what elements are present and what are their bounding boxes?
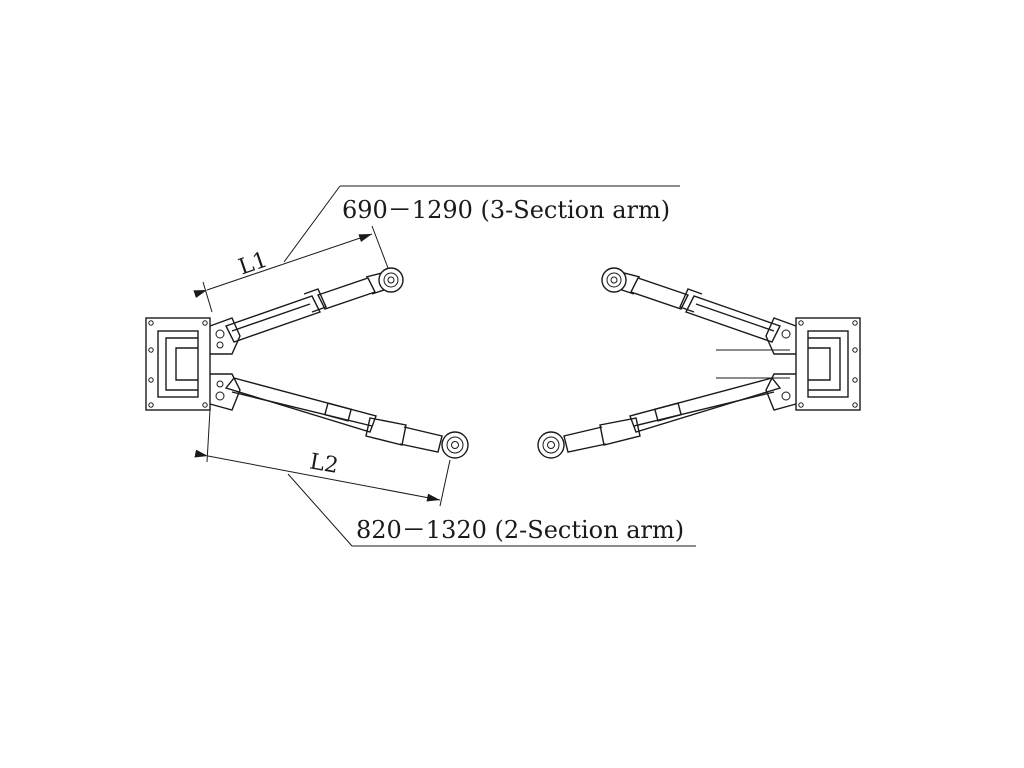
dimension-label-l2: L2	[308, 449, 341, 479]
dimension-l2: L2 820－1320 (2-Section arm)	[194, 409, 696, 547]
left-lower-arm-2-section	[224, 377, 469, 459]
right-post-base-plate	[795, 317, 861, 411]
dimension-range-l1: 690－1290 (3-Section arm)	[342, 196, 670, 224]
left-post-base-plate	[145, 317, 211, 411]
dimension-label-l1: L1	[236, 247, 271, 280]
right-upper-arm-3-section	[601, 267, 781, 343]
left-upper-arm-3-section	[225, 267, 404, 343]
left-post-carriage	[209, 317, 241, 411]
dimension-l1: L1 690－1290 (3-Section arm)	[193, 185, 680, 313]
right-lower-arm-2-section	[537, 377, 782, 459]
dimension-range-l2: 820－1320 (2-Section arm)	[356, 516, 684, 544]
right-post-carriage	[716, 317, 797, 411]
